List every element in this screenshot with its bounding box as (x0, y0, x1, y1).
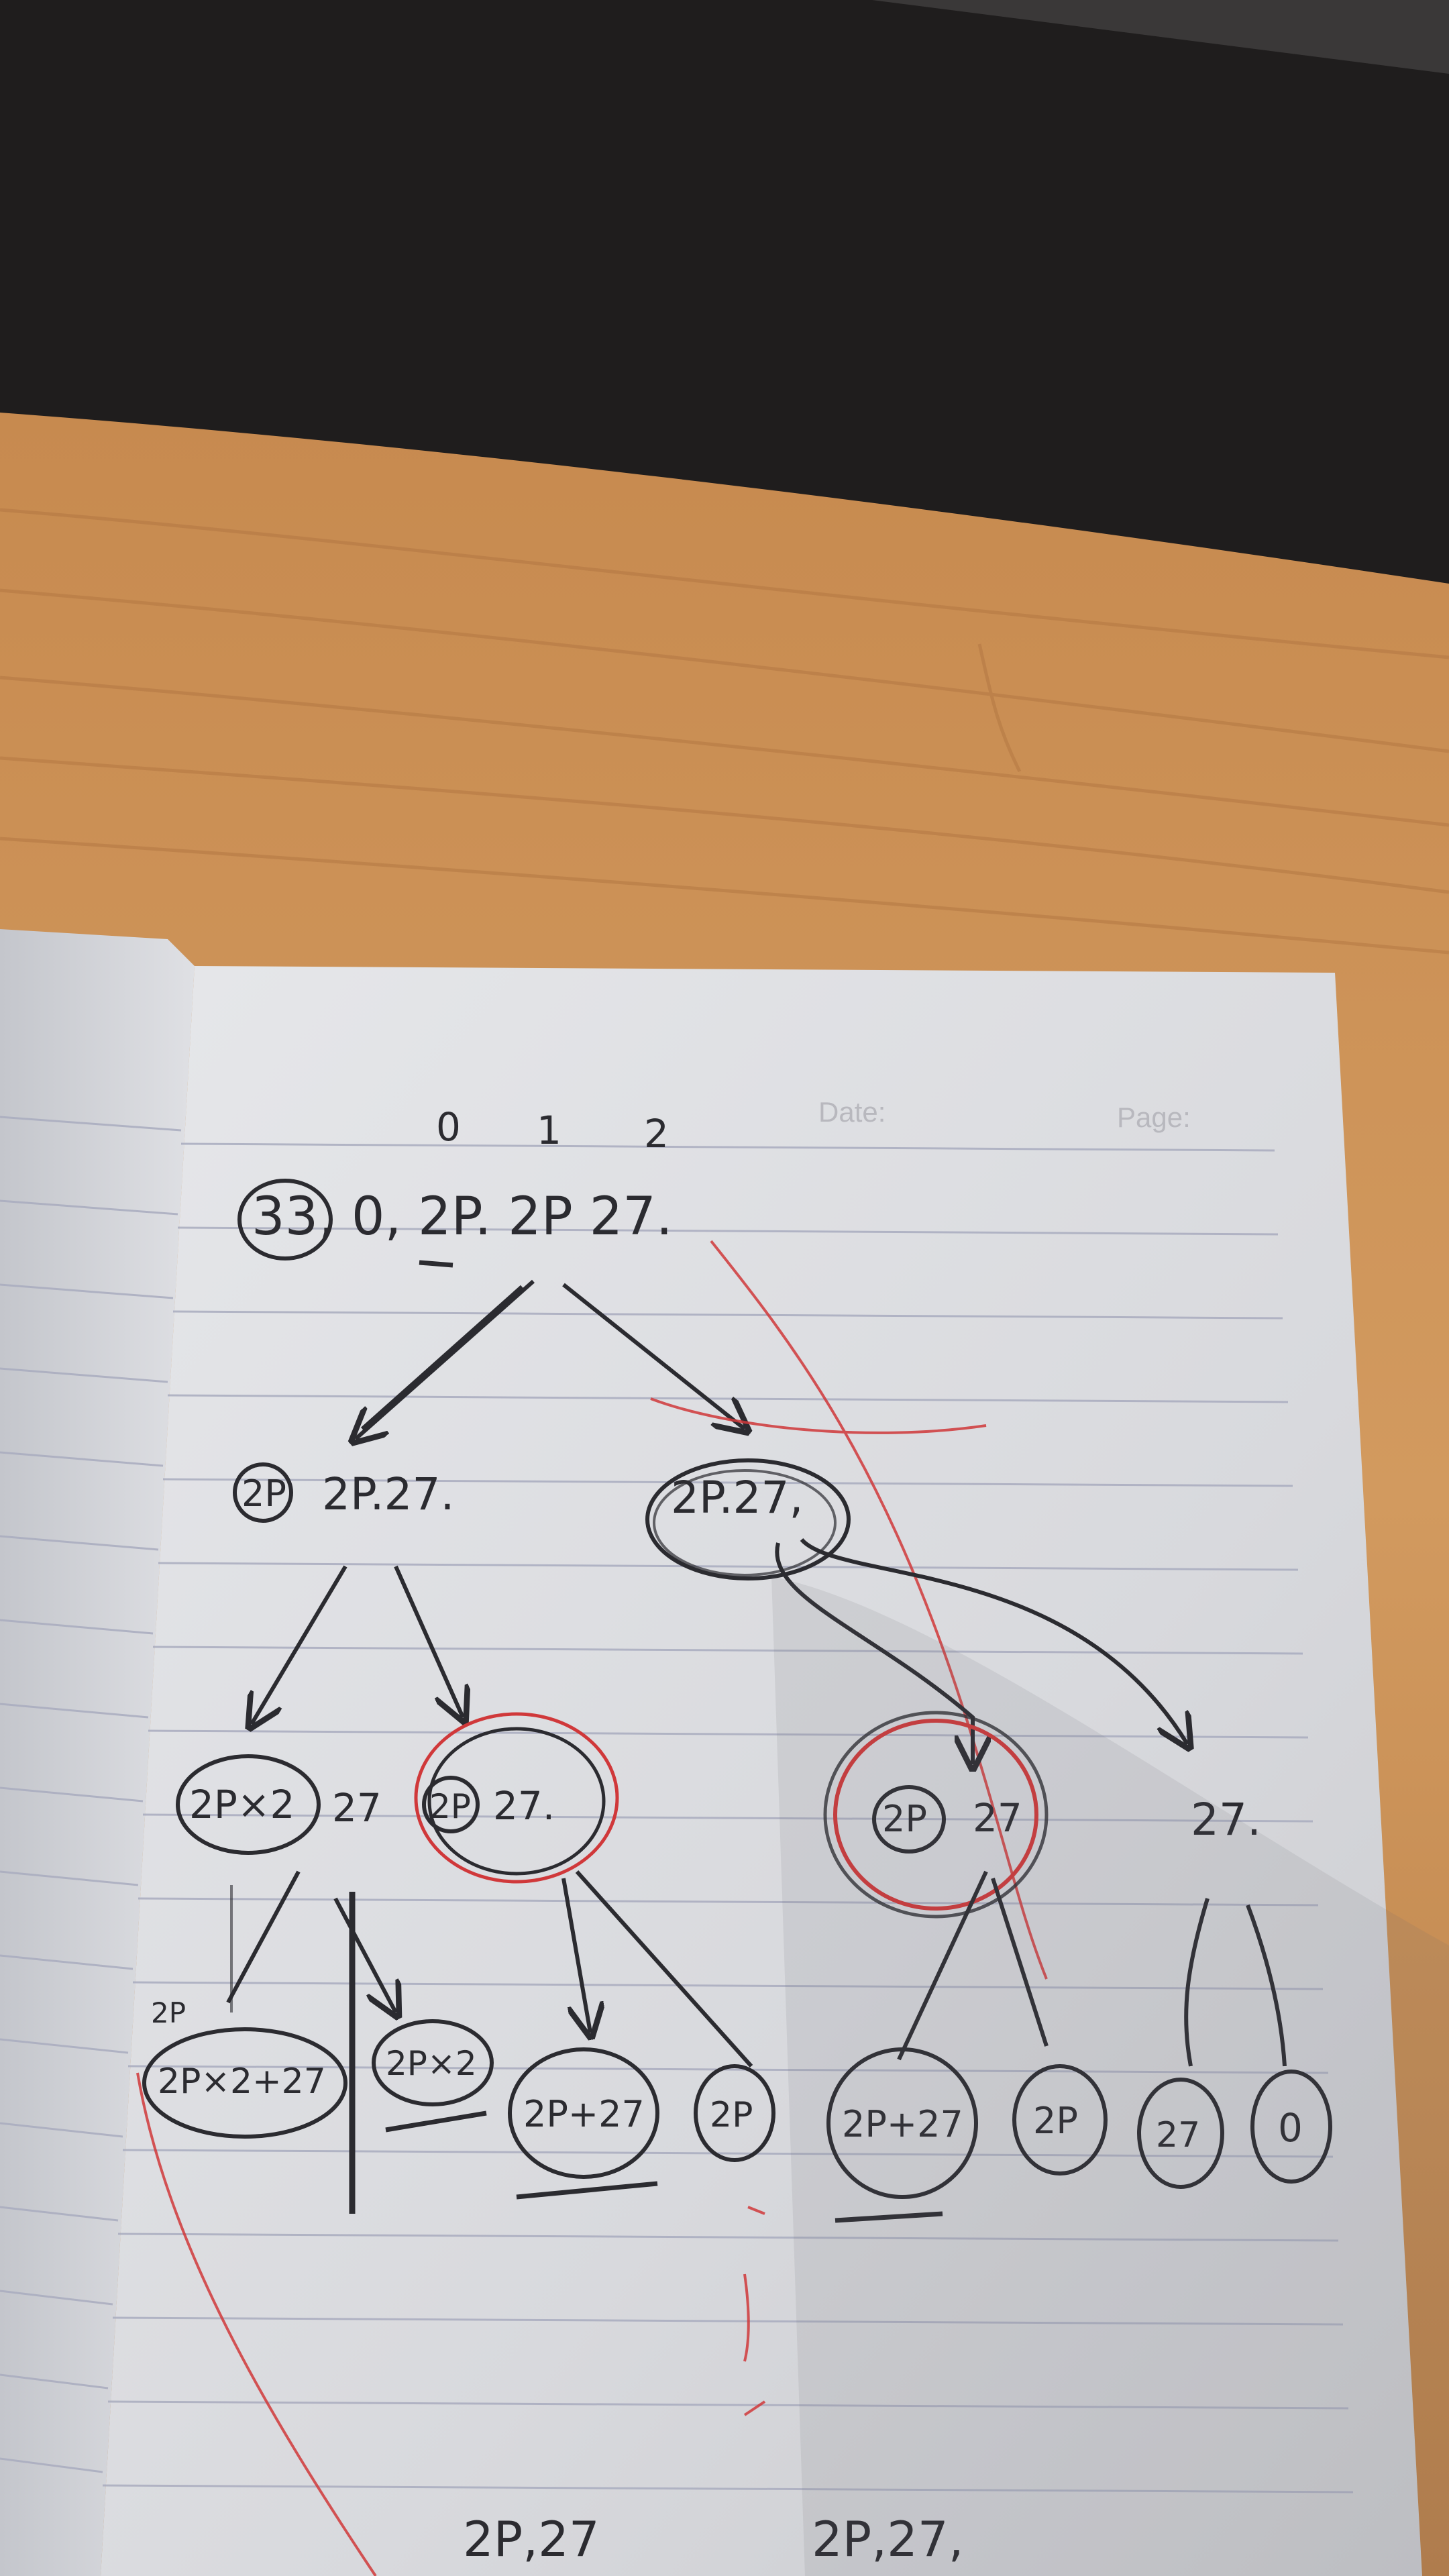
leaf-6-circle (1012, 2064, 1108, 2176)
index-1: 1 (537, 1108, 561, 1153)
top-sequence: 33, 0, 2P. 2P 27. (252, 1187, 673, 1247)
l2-4-rest: 27. (1191, 1794, 1261, 1845)
leaf-8: 0 (1278, 2105, 1303, 2151)
l2-1-circled: 2P×2 (189, 1782, 294, 1827)
leaf-2-underline (385, 2110, 487, 2133)
monitor-edge (872, 0, 1449, 74)
arrows-l1 (252, 1538, 1187, 1764)
circle-l2-3-inner (872, 1785, 946, 1854)
date-label: Date: (818, 1096, 885, 1128)
l2-1-rest: 27 (332, 1785, 382, 1831)
page-label: Page: (1117, 1102, 1191, 1133)
bottom-left: 2P,27 (463, 2511, 600, 2567)
red-circle-l2-2 (414, 1712, 619, 1884)
red-circle-l2-3 (833, 1719, 1038, 1911)
circle-l2-2 (427, 1727, 606, 1876)
leaf-6: 2P (1033, 2100, 1078, 2142)
leaf-8-circle (1250, 2070, 1332, 2184)
circle-l2-3 (823, 1711, 1049, 1919)
leaf-3: 2P+27 (523, 2093, 645, 2135)
circle-l2-1 (176, 1754, 321, 1855)
l2-2-rest: 27. (493, 1783, 555, 1829)
circle-33 (237, 1179, 333, 1260)
l1-left-rest: 2P.27. (322, 1468, 454, 1520)
l2-3-rest: 27 (973, 1795, 1022, 1841)
leaf-2: 2P×2 (386, 2044, 477, 2083)
l1-left-circled: 2P (241, 1472, 286, 1515)
notebook-left-page (0, 929, 195, 2576)
leaf-2-circle (372, 2019, 494, 2106)
leaf-3-circle (508, 2047, 659, 2179)
l2-3-circled: 2P (882, 1798, 927, 1840)
circle-l2-2-inner (422, 1776, 480, 1833)
index-2: 2 (644, 1111, 669, 1157)
circle-l1-right (645, 1458, 851, 1580)
index-0: 0 (436, 1104, 461, 1150)
leaf-3-underline (516, 2181, 658, 2200)
underline-top (419, 1260, 453, 1268)
leaf-5-circle (826, 2047, 978, 2199)
ruled-lines (0, 1116, 1354, 2493)
bottom-right: 2P,27, (812, 2511, 964, 2567)
leaf-4: 2P (710, 2095, 753, 2135)
leaf-7-circle (1137, 2078, 1224, 2189)
red-ink-marks (136, 1240, 1048, 2576)
l1-right-circled: 2P.27, (671, 1472, 803, 1523)
leaf-1: 2P×2+27 (158, 2061, 326, 2102)
leaf-4-circle (694, 2064, 775, 2162)
arrows-l2 (226, 1870, 1287, 2214)
circle-l1-right-2 (653, 1469, 837, 1576)
wood-grain (0, 508, 1449, 955)
arrows-top (356, 1279, 745, 1439)
leaf-7: 27 (1156, 2115, 1200, 2155)
shadow-overlay (771, 1576, 1449, 2576)
l2-2-circled: 2P (429, 1787, 471, 1826)
circle-l1-left (233, 1462, 293, 1523)
leaf-5-underline (835, 2211, 943, 2223)
leaf-annotation: 2P (151, 1996, 186, 2029)
leaf-5: 2P+27 (842, 2103, 963, 2145)
leaf-1-circle (142, 2027, 347, 2139)
